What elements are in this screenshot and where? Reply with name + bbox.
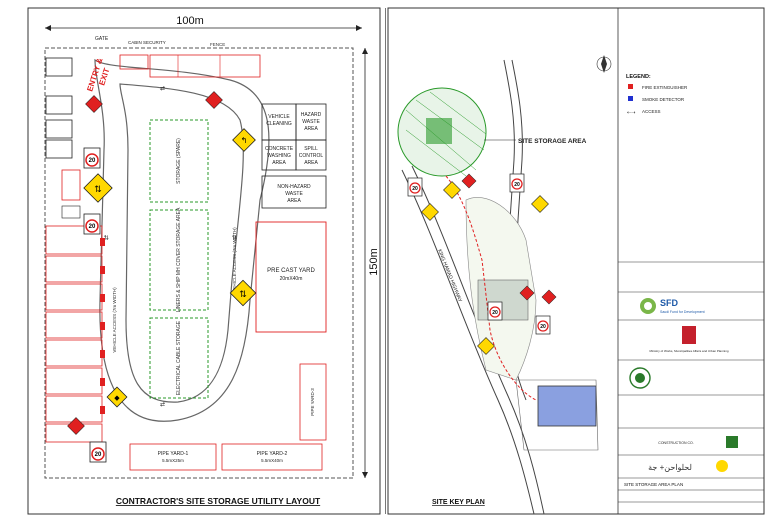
legend-item-1: SMOKE DETECTOR bbox=[642, 97, 685, 102]
svg-text:لحلواحن+ جة: لحلواحن+ جة bbox=[648, 463, 692, 472]
svg-text:⇄: ⇄ bbox=[103, 235, 110, 240]
warning-sign-2: ↰ bbox=[232, 128, 256, 152]
pipe-yard-3-label: PIPE YARD-3 bbox=[310, 388, 315, 416]
svg-text:Ministry of Works, Municipalit: Ministry of Works, Municipalities Affair… bbox=[649, 349, 728, 353]
pipe-yard-1-dim: 5.5mX25m bbox=[162, 458, 184, 463]
svg-text:⇄: ⇄ bbox=[231, 235, 238, 240]
pipe-yard-1 bbox=[129, 443, 217, 471]
width-dimension: 100m bbox=[176, 15, 204, 27]
svg-text:CONSTRUCTION CO.: CONSTRUCTION CO. bbox=[658, 441, 693, 445]
cable-storage-area bbox=[149, 317, 209, 399]
pipe-yard-2-dim: 5.5mX40m bbox=[261, 458, 283, 463]
vehicle-access-left: VEHICLE ACCESS (7m WIDTH) bbox=[112, 287, 117, 353]
svg-text:⇅: ⇅ bbox=[94, 184, 102, 194]
warning-sign-4: ◆ bbox=[106, 386, 128, 408]
speed-sign-1: 20 bbox=[83, 147, 101, 169]
svg-text:⇅: ⇅ bbox=[239, 289, 247, 299]
cabin-label: CABIN SECURITY bbox=[128, 40, 166, 45]
north-arrow bbox=[596, 55, 612, 73]
cable-storage-label: ELECTRICAL CABLE STORAGE bbox=[176, 320, 182, 395]
legend-block: LEGEND: FIRE EXTINGUISHER SMOKE DETECTOR… bbox=[626, 74, 688, 116]
fence-label-top: FENCE bbox=[210, 42, 225, 47]
svg-text:20: 20 bbox=[514, 182, 520, 188]
storage-spare-label: STORAGE (SPARE) bbox=[176, 138, 182, 184]
building-blue-roof bbox=[537, 385, 597, 427]
svg-text:SFD: SFD bbox=[660, 298, 679, 308]
svg-text:20: 20 bbox=[95, 452, 102, 458]
svg-text:◆: ◆ bbox=[114, 395, 120, 402]
svg-text:⇄: ⇄ bbox=[160, 401, 165, 408]
vehicle-road bbox=[94, 58, 270, 422]
ministry-logo: Ministry of Works, Municipalities Affair… bbox=[649, 326, 729, 353]
pipe-yard-3 bbox=[299, 363, 327, 441]
svg-text:Saudi Fund for Development: Saudi Fund for Development bbox=[660, 310, 705, 314]
panel-divider bbox=[385, 8, 386, 514]
speed-sign-2: 20 bbox=[83, 213, 101, 235]
speed-sign-3: 20 bbox=[89, 441, 107, 463]
legend-title: LEGEND: bbox=[626, 74, 651, 80]
contractor-logo: CONSTRUCTION CO. bbox=[658, 436, 738, 448]
nonhazard-waste-area bbox=[261, 175, 327, 209]
site-key-plan: SITE STORAGE AREA KING HAMAD HIGHWAY 20 … bbox=[387, 7, 765, 515]
key-speed-sign-1: 20 bbox=[407, 177, 423, 197]
svg-text:20: 20 bbox=[89, 224, 96, 230]
legend-item-0: FIRE EXTINGUISHER bbox=[642, 85, 688, 90]
legend-item-2: ACCESS bbox=[642, 109, 661, 114]
key-speed-sign-4: 20 bbox=[509, 173, 525, 193]
liners-storage-label: LINERS & SHIP MH COVER STORAGE AREA bbox=[176, 207, 182, 312]
pipe-yard-1-label: PIPE YARD-1 bbox=[158, 451, 189, 457]
precast-yard bbox=[255, 221, 327, 333]
key-speed-sign-2: 20 bbox=[487, 301, 503, 321]
pipe-yard-2 bbox=[221, 443, 323, 471]
spill-control-area bbox=[295, 139, 327, 171]
svg-text:⇄: ⇄ bbox=[160, 85, 165, 92]
right-title: SITE KEY PLAN bbox=[432, 499, 485, 506]
warning-sign-1: ⇅ bbox=[83, 173, 113, 203]
liners-storage-area bbox=[149, 209, 209, 311]
precast-yard-dim: 20mX40m bbox=[280, 276, 303, 282]
left-title: CONTRACTOR'S SITE STORAGE UTILITY LAYOUT bbox=[116, 496, 321, 506]
pipe-yard-2-label: PIPE YARD-2 bbox=[257, 451, 288, 457]
svg-text:20: 20 bbox=[412, 186, 418, 192]
svg-text:↰: ↰ bbox=[241, 136, 248, 145]
svg-text:⇠⇢: ⇠⇢ bbox=[627, 110, 635, 116]
vehicle-access-right: VEHICLE ACCESS (7m WIDTH) bbox=[232, 227, 237, 293]
height-dimension: 150m bbox=[368, 248, 380, 276]
sheet-title: SITE STORAGE AREA PLAN bbox=[624, 482, 683, 487]
warning-sign-3: ⇅ bbox=[229, 279, 257, 307]
key-speed-sign-3: 20 bbox=[535, 315, 551, 335]
svg-text:20: 20 bbox=[89, 158, 96, 164]
site-storage-label: SITE STORAGE AREA bbox=[518, 138, 587, 145]
contractor-layout-drawing: 100m 150m FENCE GATE CABIN SECURITY ⇄ ⇄ … bbox=[27, 7, 381, 515]
svg-text:20: 20 bbox=[540, 324, 546, 330]
svg-text:20: 20 bbox=[492, 310, 498, 316]
client-logo: SFD Saudi Fund for Development bbox=[640, 298, 705, 314]
seal-logo bbox=[629, 367, 651, 389]
precast-yard-label: PRE CAST YARD bbox=[267, 268, 315, 274]
brand-logo: لحلواحن+ جة bbox=[648, 460, 728, 472]
gate-label: GATE bbox=[95, 36, 109, 42]
